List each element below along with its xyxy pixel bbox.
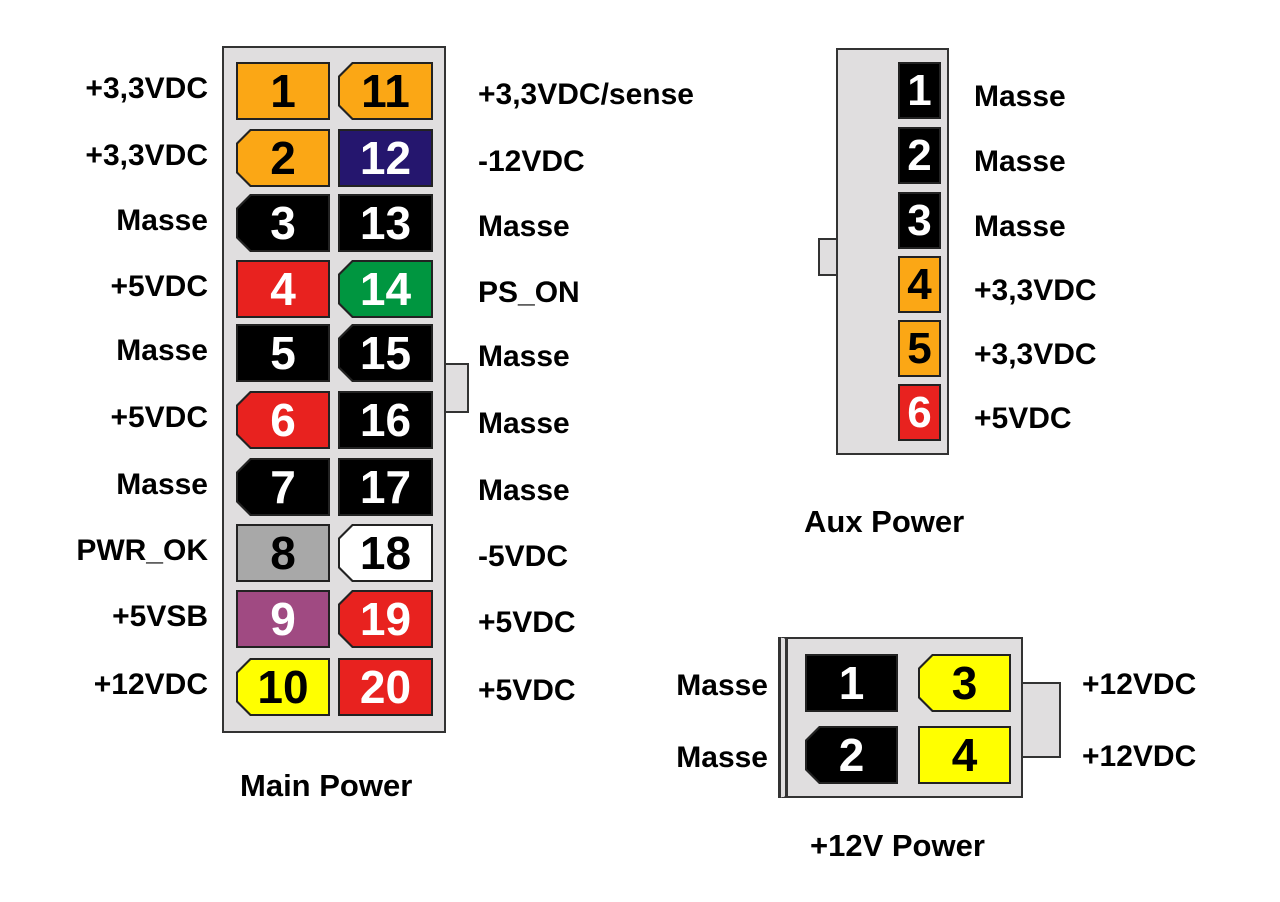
p12-pin-label-3: +12VDC [1082, 668, 1197, 701]
aux-power-title: Aux Power [804, 504, 965, 539]
p12-connector-latch [1021, 682, 1061, 758]
pin-label-6: +5VDC [110, 401, 208, 434]
aux-pin-label-3: Masse [974, 210, 1066, 243]
pin-18: 18 [340, 526, 431, 580]
pin-1: 1 [236, 62, 330, 120]
pin-label-9: +5VSB [112, 600, 208, 633]
pin-7: 7 [238, 460, 328, 514]
aux-pin-2: 2 [898, 127, 941, 184]
pin-label-14: PS_ON [478, 276, 580, 309]
pin-label-13: Masse [478, 210, 570, 243]
pin-label-5: Masse [116, 334, 208, 367]
pin-3: 3 [238, 196, 328, 250]
p12-pin-label-2: Masse [676, 741, 768, 774]
aux-pin-1: 1 [898, 62, 941, 119]
pin-5: 5 [236, 324, 330, 382]
pin-4: 4 [918, 726, 1011, 784]
pin-label-20: +5VDC [478, 674, 576, 707]
pin-1: 1 [805, 654, 898, 712]
aux-pin-label-4: +3,3VDC [974, 274, 1097, 307]
aux-pin-label-2: Masse [974, 145, 1066, 178]
pin-13: 13 [338, 194, 433, 252]
pin-label-7: Masse [116, 468, 208, 501]
aux-pin-6: 6 [898, 384, 941, 441]
aux-connector-latch [818, 238, 838, 276]
pin-label-12: -12VDC [478, 145, 585, 178]
pin-8: 8 [236, 524, 330, 582]
pin-label-18: -5VDC [478, 540, 569, 573]
pin-label-2: +3,3VDC [85, 139, 208, 172]
pin-14: 14 [340, 262, 431, 316]
aux-pin-4: 4 [898, 256, 941, 313]
pin-label-4: +5VDC [110, 270, 208, 303]
pin-label-16: Masse [478, 407, 570, 440]
pin-17: 17 [338, 458, 433, 516]
pin-label-15: Masse [478, 340, 570, 373]
pin-6: 6 [238, 393, 328, 447]
pin-label-3: Masse [116, 204, 208, 237]
pin-9: 9 [236, 590, 330, 648]
main-connector-latch [444, 363, 469, 413]
pin-10: 10 [238, 660, 328, 714]
pin-label-10: +12VDC [93, 668, 208, 701]
p12-power-title: +12V Power [810, 828, 985, 863]
aux-pin-label-5: +3,3VDC [974, 338, 1097, 371]
aux-pin-label-6: +5VDC [974, 402, 1072, 435]
pin-19: 19 [340, 592, 431, 646]
pin-4: 4 [236, 260, 330, 318]
aux-pin-label-1: Masse [974, 80, 1066, 113]
pin-15: 15 [340, 326, 431, 380]
p12-pin-label-4: +12VDC [1082, 740, 1197, 773]
pin-label-8: PWR_OK [76, 534, 208, 567]
pin-2: 2 [238, 131, 328, 185]
pin-label-17: Masse [478, 474, 570, 507]
pin-12: 12 [338, 129, 433, 187]
pin-label-19: +5VDC [478, 606, 576, 639]
p12-pin-label-1: Masse [676, 669, 768, 702]
pin-label-11: +3,3VDC/sense [478, 78, 694, 111]
pin-20: 20 [338, 658, 433, 716]
pin-2: 2 [807, 728, 896, 782]
pin-16: 16 [338, 391, 433, 449]
pin-3: 3 [920, 656, 1009, 710]
aux-pin-5: 5 [898, 320, 941, 377]
pin-11: 11 [340, 64, 431, 118]
aux-pin-3: 3 [898, 192, 941, 249]
main-power-title: Main Power [240, 768, 413, 803]
pin-label-1: +3,3VDC [85, 72, 208, 105]
